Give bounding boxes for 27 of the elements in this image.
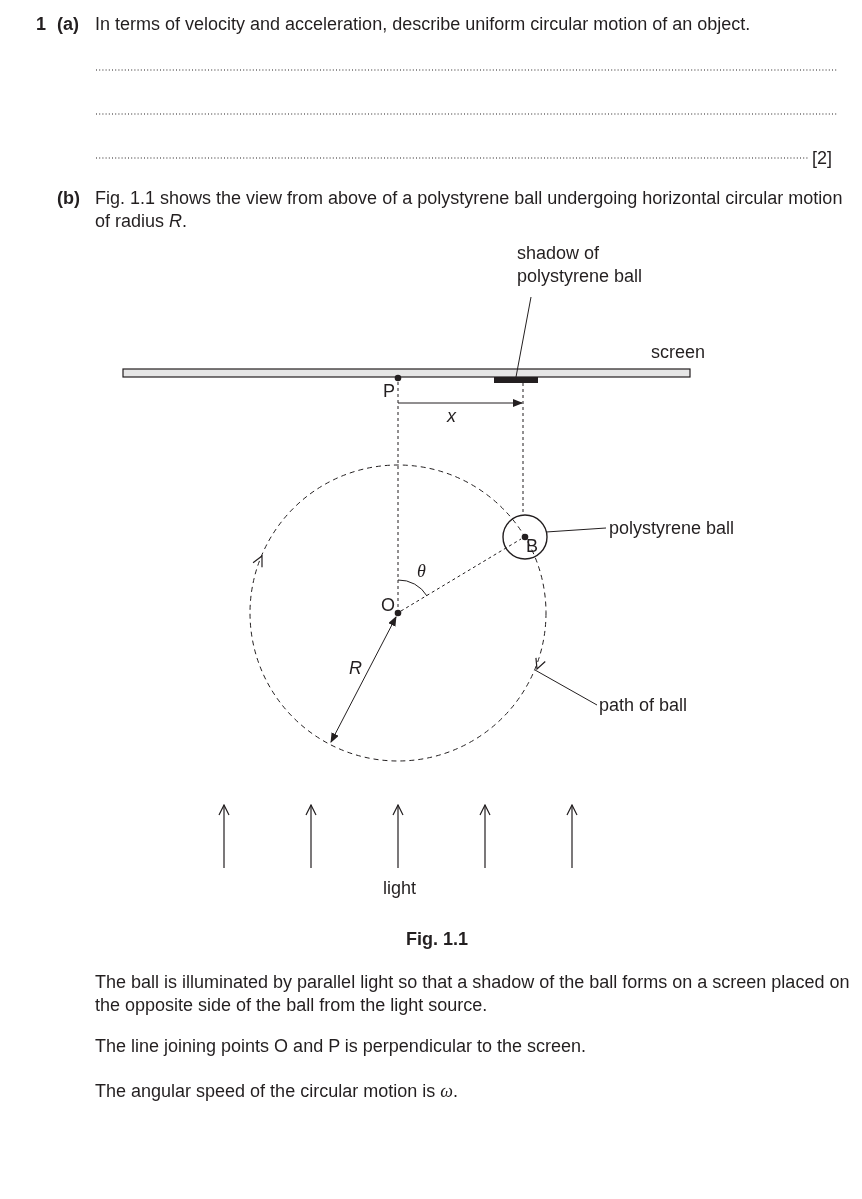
dimension-label: R — [349, 657, 362, 680]
component-label: light — [383, 877, 417, 900]
shadow-bar — [494, 377, 538, 383]
question-number: 1 — [36, 13, 46, 36]
point-label: B — [526, 535, 538, 558]
component-label: screen — [651, 341, 706, 364]
part-label: (b) — [57, 187, 80, 210]
paragraph: The line joining points O and P is perpendicular to the screen. — [95, 1035, 586, 1058]
callout-label: path of ball — [599, 694, 688, 717]
question-text: Fig. 1.1 shows the view from above of a polystyrene ball undergoing horizontal circular motion of radius R. — [95, 187, 844, 233]
point-label: P — [383, 380, 395, 403]
mark-allocation: [2] — [812, 147, 832, 170]
leader-line — [545, 527, 607, 533]
question-text: In terms of velocity and acceleration, describe uniform circular motion of an object. — [95, 13, 751, 36]
part-label: (a) — [57, 13, 79, 36]
point-label: O — [381, 594, 395, 617]
figure-caption: Fig. 1.1 — [405, 928, 469, 951]
ball-circle — [502, 514, 548, 560]
leader-line — [515, 296, 532, 378]
angle-label: θ — [417, 560, 426, 583]
dimension-label: x — [447, 405, 456, 428]
leader-line — [534, 669, 598, 706]
paragraph: The ball is illuminated by parallel light so that a shadow of the ball forms on a screen placed on the opposite side of the ball from the light source. — [95, 971, 851, 1017]
paragraph: The angular speed of the circular motion is ω. — [95, 1080, 458, 1103]
callout-label: shadow of polystyrene ball — [517, 242, 667, 288]
path-circle — [249, 464, 547, 762]
callout-label: polystyrene ball — [609, 517, 735, 540]
